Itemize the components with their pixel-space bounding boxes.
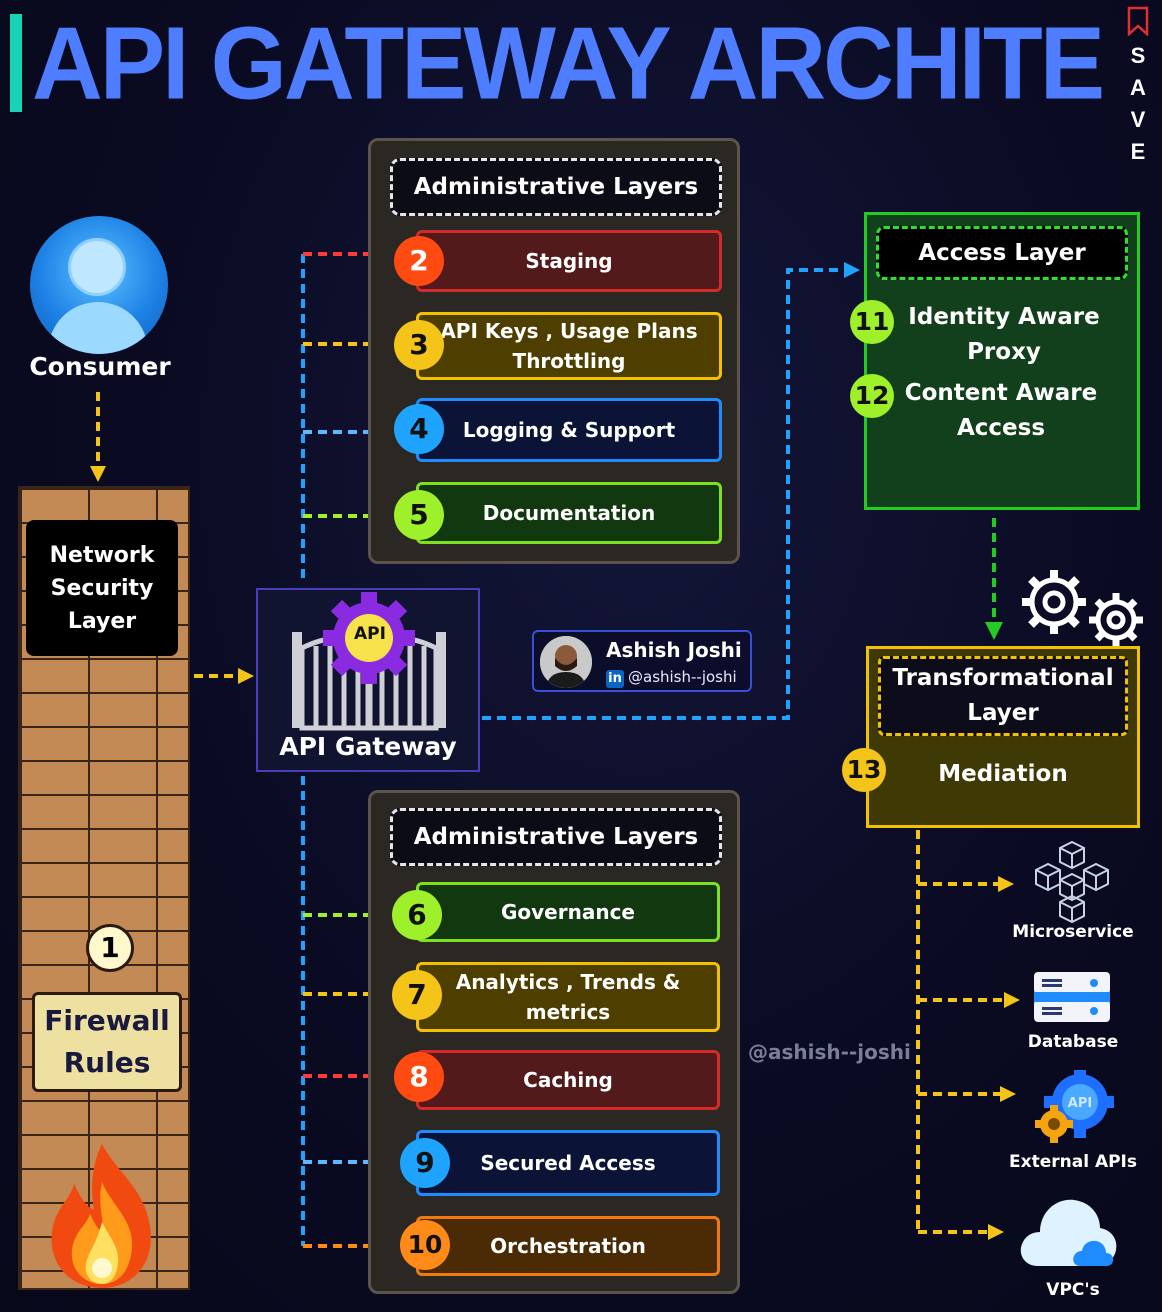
step-number-3: 3 bbox=[394, 320, 444, 370]
transformational-layer-title: Transformational Layer bbox=[878, 656, 1128, 736]
api-gears-icon: API bbox=[1035, 1070, 1114, 1143]
save-letter: E bbox=[1130, 139, 1146, 164]
identity-aware-proxy-label: Identity Aware Proxy bbox=[908, 304, 1100, 365]
gateway-api-badge: API bbox=[354, 624, 386, 644]
watermark-handle: @ashish--joshi bbox=[748, 1040, 911, 1064]
admin-item-documentation[interactable]: Documentation bbox=[416, 482, 722, 544]
save-letter: V bbox=[1130, 107, 1146, 132]
admin-layers-top-title: Administrative Layers bbox=[390, 158, 722, 216]
fire-icon bbox=[51, 1144, 151, 1288]
step-number-7: 7 bbox=[392, 970, 442, 1020]
access-layer-title: Access Layer bbox=[876, 226, 1128, 280]
admin-item-secured-access[interactable]: Secured Access bbox=[416, 1130, 720, 1196]
admin-item-caching[interactable]: Caching bbox=[416, 1050, 720, 1110]
destination-external-apis-label: External APIs bbox=[1009, 1152, 1137, 1172]
linkedin-icon: in bbox=[606, 670, 624, 688]
firewall-rules-label: Firewall Rules bbox=[44, 1004, 170, 1079]
bookmark-icon bbox=[1127, 6, 1149, 37]
step-number-6: 6 bbox=[392, 890, 442, 940]
content-aware-access-label: Content Aware Access bbox=[904, 380, 1098, 441]
database-server-icon bbox=[1034, 972, 1110, 1022]
step-number-1: 1 bbox=[86, 924, 134, 972]
user-head bbox=[68, 238, 126, 296]
api-gear-icon bbox=[323, 592, 415, 684]
admin-item-analytics[interactable]: Analytics , Trends & metrics bbox=[416, 962, 720, 1032]
admin-item-orchestration[interactable]: Orchestration bbox=[416, 1216, 720, 1276]
step-number-13: 13 bbox=[842, 748, 886, 792]
author-handle: @ashish--joshi bbox=[628, 668, 737, 686]
author-avatar bbox=[540, 636, 592, 688]
api-gateway-box[interactable]: API bbox=[256, 588, 480, 772]
title-accent-bar bbox=[10, 14, 22, 112]
svg-text:API: API bbox=[1068, 1096, 1092, 1111]
save-letter: A bbox=[1130, 75, 1146, 100]
user-body bbox=[48, 302, 148, 354]
author-name: Ashish Joshi bbox=[606, 638, 742, 662]
network-security-layer[interactable]: Network Security Layer bbox=[26, 520, 178, 656]
microservice-cubes-icon bbox=[1035, 840, 1109, 924]
api-gateway-label: API Gateway bbox=[279, 732, 457, 761]
destination-database-label: Database bbox=[1027, 1032, 1119, 1052]
admin-item-governance[interactable]: Governance bbox=[416, 882, 720, 942]
consumer-user-icon bbox=[30, 216, 168, 354]
save-button[interactable]: S A V E bbox=[1122, 6, 1154, 166]
consumer-label: Consumer bbox=[29, 352, 171, 381]
author-card[interactable]: Ashish Joshi in@ashish--joshi bbox=[532, 630, 752, 692]
step-number-11: 11 bbox=[850, 300, 894, 344]
step-number-10: 10 bbox=[400, 1220, 450, 1270]
mediation-label: Mediation bbox=[938, 761, 1068, 787]
page-title: API GATEWAY ARCHITECTURE bbox=[32, 5, 1102, 121]
network-security-label: Network Security Layer bbox=[49, 542, 155, 634]
admin-item-staging[interactable]: Staging bbox=[416, 230, 722, 292]
cloud-icon bbox=[1020, 1199, 1117, 1266]
step-number-4: 4 bbox=[394, 404, 444, 454]
step-number-2: 2 bbox=[394, 236, 444, 286]
admin-item-logging-support[interactable]: Logging & Support bbox=[416, 398, 722, 462]
destination-vpcs-label: VPC's bbox=[1046, 1280, 1100, 1300]
destination-microservice-label: Microservice bbox=[1012, 922, 1134, 942]
gears-icon bbox=[1022, 570, 1143, 647]
step-number-12: 12 bbox=[850, 374, 894, 418]
author-handle-row[interactable]: in@ashish--joshi bbox=[606, 668, 737, 688]
step-number-8: 8 bbox=[394, 1052, 444, 1102]
admin-layers-bottom-panel bbox=[368, 790, 740, 1294]
step-number-5: 5 bbox=[394, 490, 444, 540]
gateway-gate-icon bbox=[292, 592, 446, 731]
admin-layers-bottom-title: Administrative Layers bbox=[390, 808, 722, 866]
firewall-rules-box[interactable]: Firewall Rules bbox=[32, 992, 182, 1092]
person-photo-icon bbox=[540, 636, 592, 688]
save-letter: S bbox=[1130, 43, 1146, 68]
admin-item-api-keys[interactable]: API Keys , Usage Plans Throttling bbox=[416, 312, 722, 380]
step-number-9: 9 bbox=[400, 1138, 450, 1188]
